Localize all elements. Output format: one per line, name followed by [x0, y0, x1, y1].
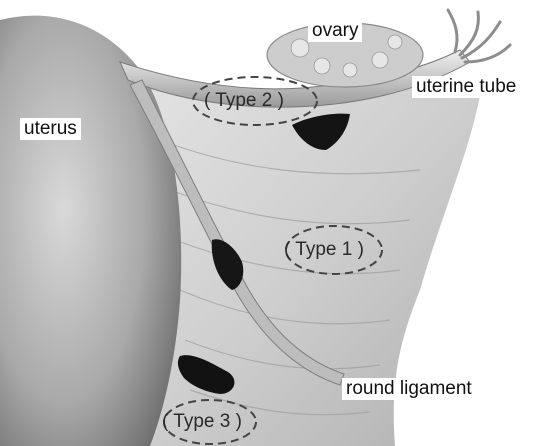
type3-label: ( Type 3 )	[162, 411, 242, 433]
uterus-label: uterus	[20, 118, 81, 140]
uterine-tube-label: uterine tube	[412, 76, 520, 98]
type2-label: ( Type 2 )	[204, 90, 284, 112]
round-ligament-label: round ligament	[342, 378, 476, 400]
ovary-label: ovary	[308, 20, 362, 42]
type1-label: ( Type 1 )	[284, 239, 364, 261]
